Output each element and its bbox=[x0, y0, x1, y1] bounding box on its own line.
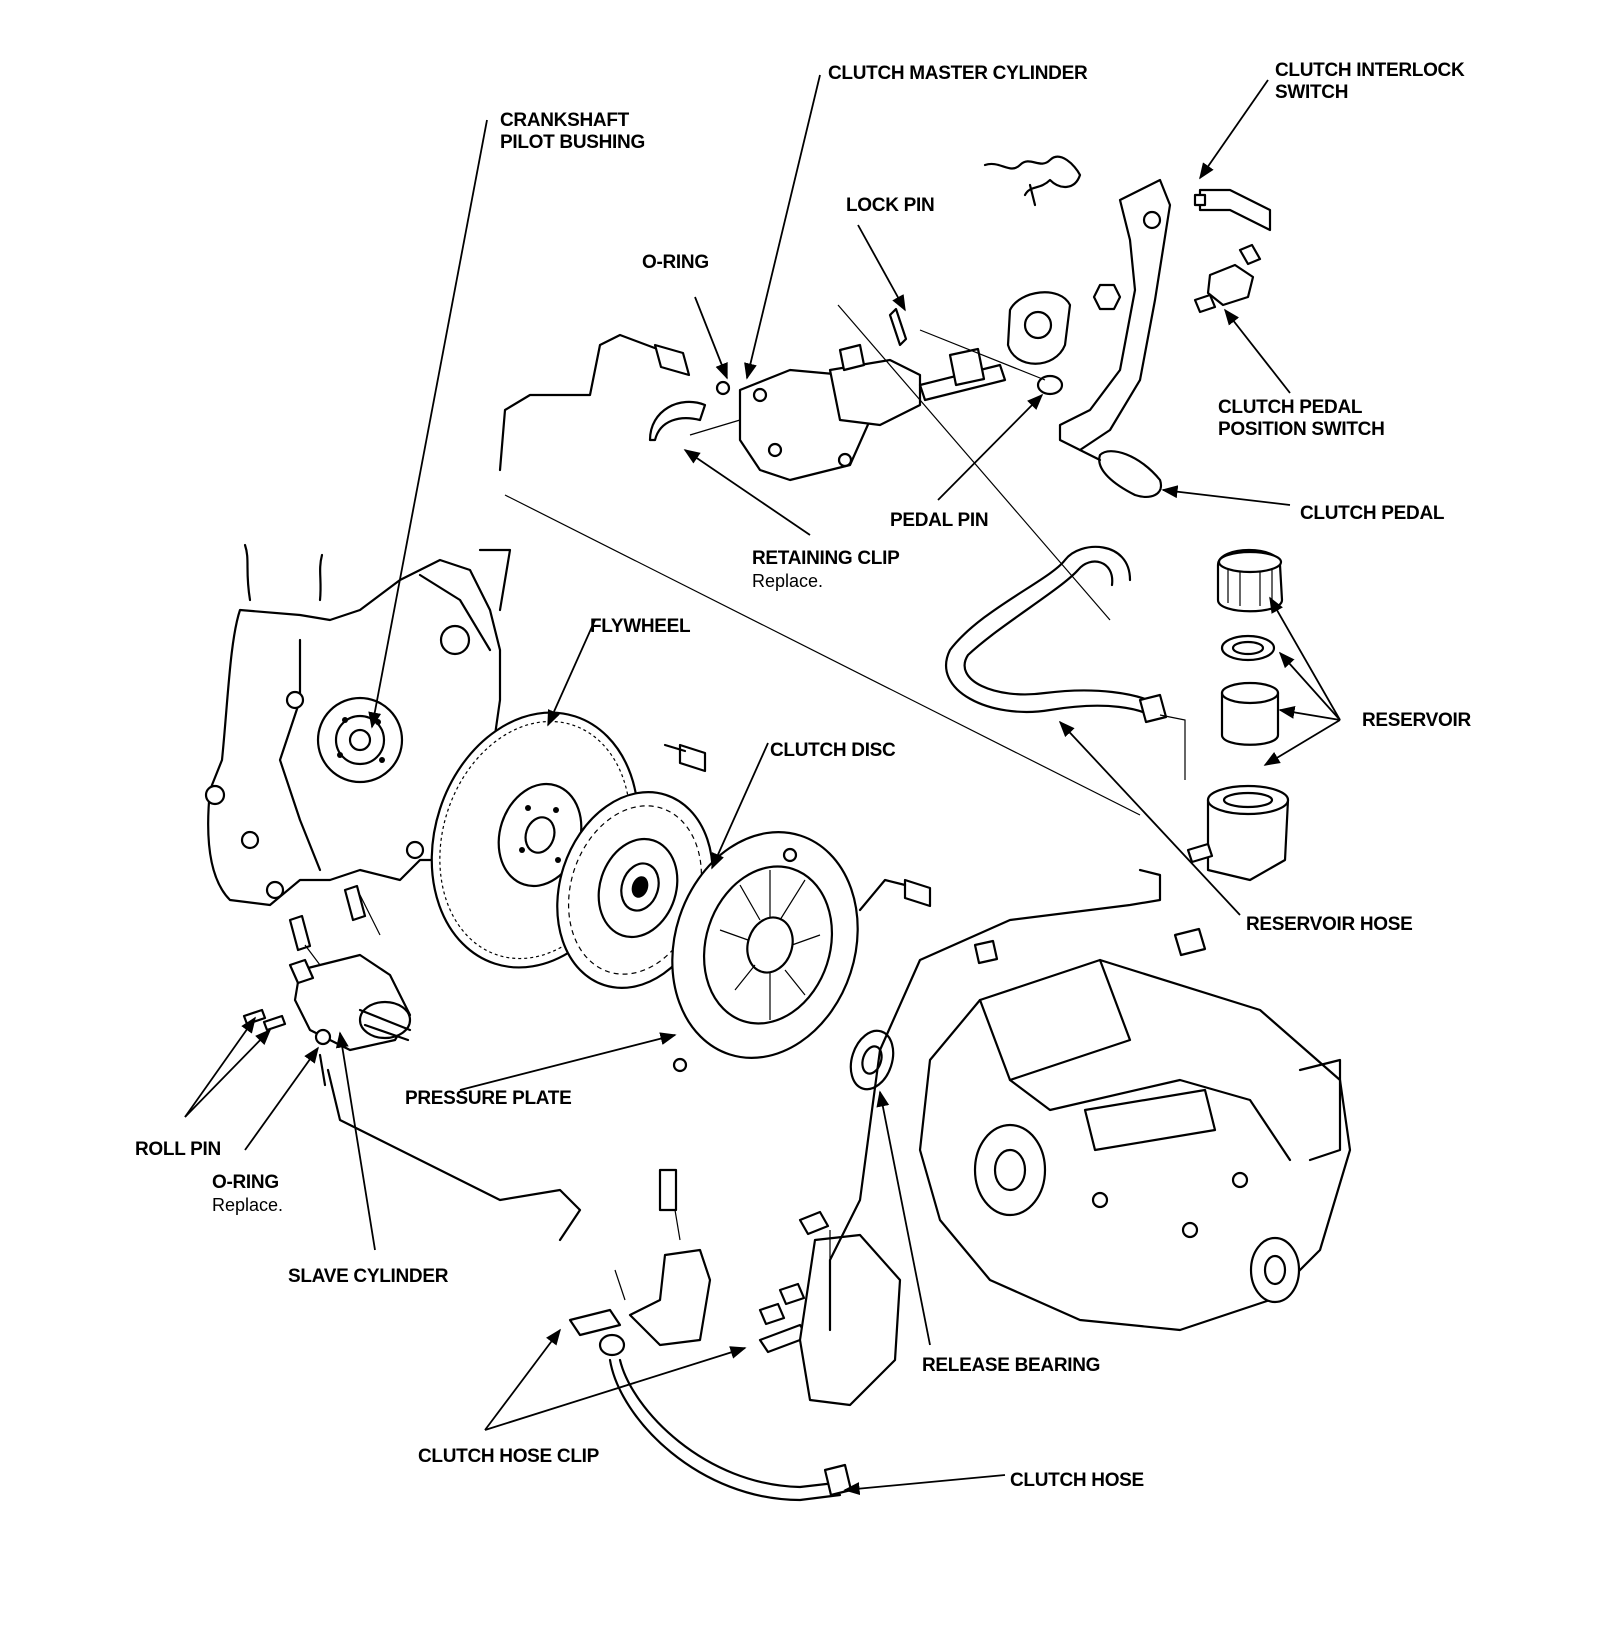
clutch-hose-assembly bbox=[568, 868, 1207, 1502]
label-clutch-hose-clip-text: CLUTCH HOSE CLIP bbox=[418, 1446, 599, 1467]
label-roll-pin-text: ROLL PIN bbox=[135, 1139, 221, 1160]
label-clutch-hose: CLUTCH HOSE bbox=[1010, 1470, 1144, 1492]
label-lock-pin-text: LOCK PIN bbox=[846, 195, 935, 216]
label-clutch-interlock-switch: CLUTCH INTERLOCK SWITCH bbox=[1275, 60, 1465, 104]
label-clutch-hose-clip: CLUTCH HOSE CLIP bbox=[418, 1446, 599, 1468]
leader-lines bbox=[184, 74, 1341, 1496]
label-crankshaft-pilot-bushing: CRANKSHAFT PILOT BUSHING bbox=[500, 110, 645, 154]
label-pressure-plate-text: PRESSURE PLATE bbox=[405, 1088, 572, 1109]
reservoir bbox=[1186, 549, 1290, 882]
label-reservoir-hose: RESERVOIR HOSE bbox=[1246, 914, 1413, 936]
label-pedal-pin-text: PEDAL PIN bbox=[890, 510, 989, 531]
label-clutch-pedal: CLUTCH PEDAL bbox=[1300, 503, 1444, 525]
label-clutch-pedal-position-switch: CLUTCH PEDAL POSITION SWITCH bbox=[1218, 397, 1385, 441]
label-pedal-pin: PEDAL PIN bbox=[890, 510, 989, 532]
label-flywheel-text: FLYWHEEL bbox=[590, 616, 691, 637]
label-retaining-clip-text: RETAINING CLIP bbox=[752, 548, 900, 569]
label-release-bearing: RELEASE BEARING bbox=[922, 1355, 1100, 1377]
label-clutch-pedal-position-switch-line2: POSITION SWITCH bbox=[1218, 419, 1385, 440]
label-flywheel: FLYWHEEL bbox=[590, 616, 691, 638]
label-clutch-hose-text: CLUTCH HOSE bbox=[1010, 1470, 1144, 1491]
label-o-ring-bottom-text: O-RING bbox=[212, 1172, 279, 1193]
label-clutch-master-cylinder-text: CLUTCH MASTER CYLINDER bbox=[828, 63, 1088, 84]
label-reservoir-text: RESERVOIR bbox=[1362, 710, 1471, 731]
master-cylinder bbox=[498, 155, 1122, 482]
label-clutch-interlock-switch-line2: SWITCH bbox=[1275, 82, 1349, 103]
label-o-ring-top-text: O-RING bbox=[642, 252, 709, 273]
label-retaining-clip-note: Replace. bbox=[752, 571, 824, 591]
label-pressure-plate: PRESSURE PLATE bbox=[405, 1088, 572, 1110]
label-clutch-interlock-switch-line1: CLUTCH INTERLOCK bbox=[1275, 60, 1465, 81]
switches bbox=[1193, 188, 1272, 314]
pressure-plate bbox=[671, 831, 932, 1073]
label-lock-pin: LOCK PIN bbox=[846, 195, 935, 217]
label-reservoir: RESERVOIR bbox=[1362, 710, 1471, 732]
label-o-ring-top: O-RING bbox=[642, 252, 709, 274]
label-release-bearing-text: RELEASE BEARING bbox=[922, 1355, 1101, 1376]
slave-cylinder bbox=[242, 884, 582, 1242]
label-roll-pin: ROLL PIN bbox=[135, 1139, 221, 1161]
label-crankshaft-pilot-bushing-line1: CRANKSHAFT bbox=[500, 110, 629, 131]
label-clutch-master-cylinder: CLUTCH MASTER CYLINDER bbox=[828, 63, 1088, 85]
clutch-pedal bbox=[1058, 178, 1172, 498]
label-slave-cylinder: SLAVE CYLINDER bbox=[288, 1266, 448, 1288]
label-clutch-pedal-text: CLUTCH PEDAL bbox=[1300, 503, 1445, 524]
label-clutch-disc-text: CLUTCH DISC bbox=[770, 740, 896, 761]
label-retaining-clip: RETAINING CLIP Replace. bbox=[752, 548, 900, 592]
label-crankshaft-pilot-bushing-line2: PILOT BUSHING bbox=[500, 132, 645, 153]
label-clutch-disc: CLUTCH DISC bbox=[770, 740, 896, 762]
label-slave-cylinder-text: SLAVE CYLINDER bbox=[288, 1266, 449, 1287]
reservoir-hose-part bbox=[944, 545, 1168, 724]
label-o-ring-bottom: O-RING Replace. bbox=[212, 1172, 283, 1216]
label-o-ring-bottom-note: Replace. bbox=[212, 1195, 284, 1215]
release-bearing bbox=[849, 1029, 895, 1091]
label-reservoir-hose-text: RESERVOIR HOSE bbox=[1246, 914, 1413, 935]
transmission bbox=[918, 958, 1352, 1332]
label-clutch-pedal-position-switch-line1: CLUTCH PEDAL bbox=[1218, 397, 1363, 418]
